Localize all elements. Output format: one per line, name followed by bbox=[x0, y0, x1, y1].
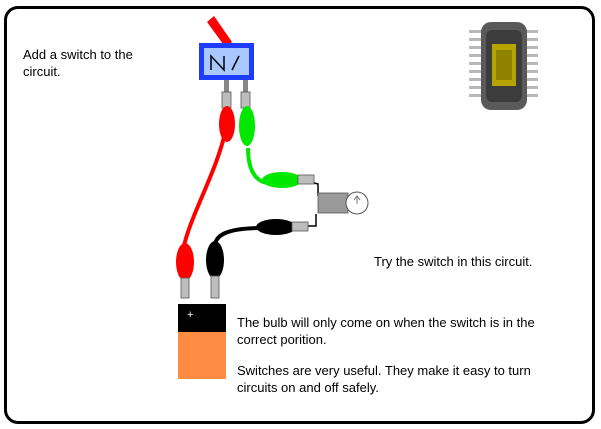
switch-icon[interactable] bbox=[199, 16, 254, 94]
crocodile-clip-icon bbox=[262, 172, 315, 188]
battery-icon: + bbox=[178, 304, 226, 379]
crocodile-clip-icon bbox=[206, 241, 224, 299]
black-wire bbox=[213, 226, 263, 246]
try-switch-text: Try the switch in this circuit. bbox=[374, 254, 533, 269]
switch-lever[interactable] bbox=[207, 16, 232, 48]
battery-plus-label: + bbox=[187, 309, 193, 321]
intro-text: Add a switch to the circuit. bbox=[23, 47, 133, 79]
crocodile-clip-icon bbox=[239, 91, 255, 146]
microchip-icon bbox=[469, 22, 538, 110]
crocodile-clip-icon bbox=[219, 91, 235, 142]
wires bbox=[181, 127, 319, 251]
crocodile-clip-icon bbox=[256, 219, 309, 235]
description-text: The bulb will only come on when the swit… bbox=[237, 314, 567, 396]
bulb-icon bbox=[317, 191, 369, 215]
red-wire bbox=[181, 127, 228, 251]
switch-text: Switches are very useful. They make it e… bbox=[237, 363, 531, 395]
bulb-text: The bulb will only come on when the swit… bbox=[237, 315, 535, 347]
crocodile-clip-icon bbox=[176, 243, 194, 299]
